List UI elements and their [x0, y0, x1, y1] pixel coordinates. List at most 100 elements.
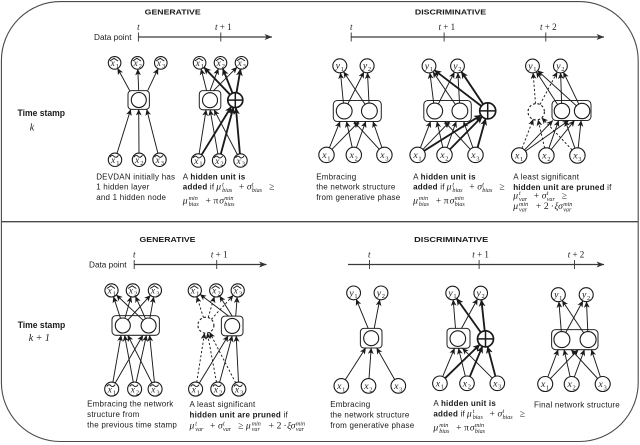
- svg-text:x: x: [110, 58, 116, 68]
- svg-text:bias: bias: [439, 429, 450, 435]
- svg-text:2: 2: [382, 293, 385, 300]
- svg-text:2: 2: [277, 421, 282, 432]
- svg-text:1: 1: [116, 63, 119, 70]
- svg-text:3: 3: [242, 161, 245, 168]
- svg-text:bias: bias: [222, 188, 233, 194]
- svg-text:the network structure: the network structure: [316, 183, 396, 192]
- svg-text:t: t: [137, 22, 140, 32]
- svg-text:σ: σ: [247, 182, 253, 193]
- svg-text:x: x: [234, 385, 240, 395]
- svg-text:bias: bias: [252, 188, 263, 194]
- svg-text:3: 3: [239, 290, 242, 297]
- svg-text:+: +: [469, 182, 474, 193]
- svg-text:σ: σ: [498, 408, 504, 419]
- svg-text:x: x: [514, 151, 520, 162]
- svg-text:var: var: [519, 208, 528, 214]
- svg-text:x: x: [134, 155, 140, 165]
- svg-text:structure from: structure from: [87, 410, 140, 419]
- svg-text:min: min: [296, 421, 305, 427]
- svg-text:Embracing the network: Embracing the network: [87, 400, 174, 409]
- svg-text:var: var: [547, 197, 556, 203]
- svg-text:μ: μ: [215, 182, 221, 193]
- svg-text:y: y: [348, 288, 354, 299]
- svg-text:μ: μ: [412, 195, 418, 206]
- svg-text:y: y: [581, 290, 587, 301]
- svg-text:x: x: [216, 58, 222, 68]
- svg-text:t: t: [222, 182, 224, 188]
- svg-text:x: x: [155, 155, 161, 165]
- svg-text:t: t: [547, 191, 549, 197]
- svg-text:y: y: [527, 61, 533, 72]
- svg-text:x: x: [130, 385, 136, 395]
- svg-text:hidden unit are pruned if: hidden unit are pruned if: [513, 183, 612, 192]
- svg-text:x: x: [213, 385, 219, 395]
- svg-text:μ: μ: [512, 201, 518, 212]
- svg-text:+: +: [269, 421, 274, 432]
- svg-text:1: 1: [327, 155, 330, 162]
- svg-text:x: x: [567, 379, 573, 390]
- svg-text:3: 3: [240, 389, 243, 396]
- svg-text:x: x: [156, 58, 162, 68]
- svg-text:+: +: [456, 423, 461, 434]
- svg-text:2: 2: [136, 389, 139, 396]
- svg-text:min: min: [455, 196, 464, 202]
- svg-text:A least significant: A least significant: [513, 172, 580, 181]
- svg-text:1: 1: [116, 160, 119, 167]
- svg-text:x: x: [349, 150, 355, 161]
- svg-text:+: +: [436, 195, 441, 206]
- svg-text:bias: bias: [455, 202, 466, 208]
- svg-text:x: x: [439, 150, 445, 161]
- svg-text:μ: μ: [245, 421, 251, 432]
- svg-text:x: x: [193, 156, 199, 166]
- svg-text:Data point: Data point: [94, 32, 132, 42]
- svg-text:3: 3: [385, 155, 388, 162]
- svg-text:t + 2: t + 2: [568, 249, 585, 259]
- svg-text:3: 3: [161, 160, 164, 167]
- svg-text:x: x: [379, 150, 385, 161]
- svg-text:x: x: [541, 151, 547, 162]
- svg-text:y: y: [335, 61, 341, 72]
- svg-text:μ: μ: [466, 408, 472, 419]
- svg-text:+: +: [210, 421, 215, 432]
- svg-text:var: var: [519, 197, 528, 203]
- svg-text:min: min: [189, 196, 198, 202]
- svg-text:σ: σ: [218, 421, 224, 432]
- svg-text:y: y: [362, 61, 368, 72]
- svg-text:ξσ: ξσ: [554, 201, 564, 212]
- svg-text:A least significant: A least significant: [190, 400, 257, 409]
- svg-text:bias: bias: [482, 188, 493, 194]
- svg-text:min: min: [224, 196, 233, 202]
- svg-text:2: 2: [445, 155, 448, 162]
- svg-text:min: min: [519, 202, 528, 208]
- svg-text:x: x: [470, 150, 476, 161]
- svg-text:DISCRIMINATIVE: DISCRIMINATIVE: [414, 235, 488, 244]
- svg-text:1: 1: [341, 66, 344, 73]
- svg-text:t: t: [473, 409, 475, 415]
- svg-text:σ: σ: [470, 423, 476, 434]
- svg-text:3: 3: [604, 384, 607, 391]
- svg-text:3: 3: [578, 156, 581, 163]
- svg-text:hidden unit are pruned if: hidden unit are pruned if: [190, 410, 289, 419]
- svg-text:2: 2: [587, 295, 590, 302]
- svg-text:σ: σ: [477, 182, 483, 193]
- svg-text:2: 2: [458, 66, 461, 73]
- svg-text:bias: bias: [224, 202, 235, 208]
- svg-text:min: min: [563, 202, 572, 208]
- svg-text:min: min: [475, 423, 484, 429]
- svg-text:from generative phase: from generative phase: [316, 193, 401, 202]
- svg-text:x: x: [128, 286, 134, 296]
- svg-text:1: 1: [354, 293, 357, 300]
- svg-text:π: π: [464, 423, 469, 434]
- svg-text:bias: bias: [473, 415, 484, 421]
- svg-text:Data point: Data point: [89, 260, 127, 270]
- svg-text:t + 1: t + 1: [439, 22, 456, 32]
- svg-text:μ: μ: [189, 421, 195, 432]
- svg-text:t: t: [195, 421, 197, 427]
- svg-text:+: +: [490, 408, 495, 419]
- svg-text:2: 2: [219, 389, 222, 396]
- svg-text:x: x: [107, 385, 113, 395]
- svg-text:t: t: [503, 409, 505, 415]
- svg-text:x: x: [572, 151, 578, 162]
- svg-text:1: 1: [430, 66, 433, 73]
- svg-text:3: 3: [498, 384, 501, 391]
